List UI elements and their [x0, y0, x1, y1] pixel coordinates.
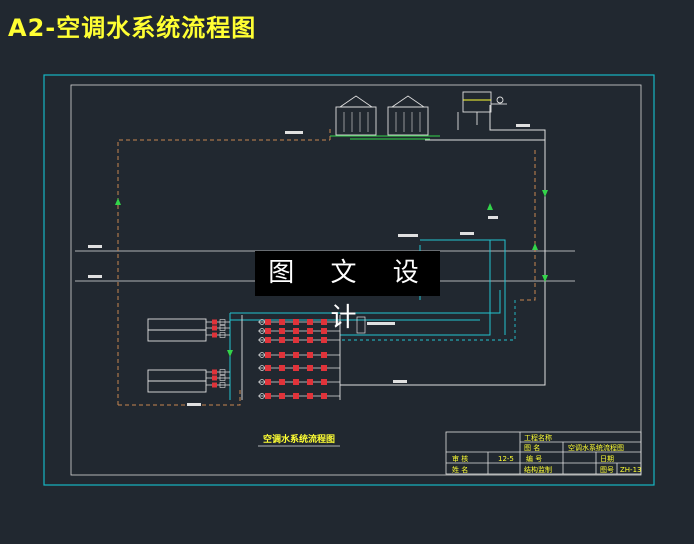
valve-symbol	[321, 393, 327, 399]
pipe-tags	[88, 124, 530, 406]
cooling-supply-pipe	[340, 105, 546, 386]
valve-symbol	[265, 352, 271, 358]
tb-review-label: 审 核	[452, 454, 468, 463]
tower-header-pipe	[330, 135, 440, 140]
valve-symbol	[279, 393, 285, 399]
valve-symbol	[293, 352, 299, 358]
page-title: A2-空调水系统流程图	[8, 14, 257, 42]
valve-symbol	[265, 337, 271, 343]
title-block	[445, 431, 642, 475]
tb-drawing-name-label: 图 名	[524, 443, 540, 452]
valve-symbol	[293, 379, 299, 385]
outer-frame	[43, 74, 655, 486]
valve-symbol	[321, 337, 327, 343]
valve-symbol	[279, 365, 285, 371]
pump-symbol	[259, 379, 265, 385]
valve-symbol	[293, 337, 299, 343]
tb-drawing-name-value: 空调水系统流程图	[568, 443, 624, 452]
valve-symbol	[279, 379, 285, 385]
pump-symbol	[259, 328, 265, 334]
pump-symbol	[259, 393, 265, 399]
pump-symbol	[259, 352, 265, 358]
pump-symbol	[259, 319, 265, 325]
chiller-valve	[212, 382, 217, 388]
chiller-valve	[212, 319, 217, 325]
valve-symbol	[293, 319, 299, 325]
inner-frame	[70, 84, 642, 476]
valve-symbol	[265, 319, 271, 325]
chiller-fitting	[219, 382, 226, 388]
chiller-valve	[212, 325, 217, 331]
valve-symbol	[265, 328, 271, 334]
title-block-text: 工程名称 图 名 空调水系统流程图 审 核 12-5 编 号 日期 姓 名 结构…	[452, 433, 642, 474]
valve-symbol	[307, 393, 313, 399]
chiller-valve	[212, 375, 217, 381]
chiller-fitting	[219, 375, 226, 381]
valve-symbol	[321, 319, 327, 325]
watermark: 图 文 设 计	[255, 251, 440, 333]
cooling-return-pipe	[117, 128, 331, 406]
valve-symbol	[321, 352, 327, 358]
valve-symbol	[307, 352, 313, 358]
valve-symbol	[321, 365, 327, 371]
valve-symbol	[293, 393, 299, 399]
chiller-valve	[212, 369, 217, 375]
cooling-tower-1	[335, 95, 377, 136]
valve-symbol	[321, 379, 327, 385]
tb-name-label: 姓 名	[452, 465, 468, 474]
valve-symbol	[307, 319, 313, 325]
chiller-fitting	[219, 332, 226, 338]
flow-arrows	[115, 190, 548, 357]
tb-review-value: 12-5	[498, 455, 514, 463]
pump-symbol	[259, 337, 265, 343]
cooling-tower-2	[387, 95, 429, 136]
tb-project-label: 工程名称	[524, 433, 552, 442]
chiller-unit-2	[147, 369, 207, 393]
pump-symbol	[259, 365, 265, 371]
drawing-caption: 空调水系统流程图	[263, 433, 335, 445]
valve-symbol	[307, 365, 313, 371]
expansion-tank	[457, 91, 507, 130]
chiller-fitting	[219, 369, 226, 375]
valve-symbol	[321, 328, 327, 334]
tb-sheet-value: ZH-13	[620, 466, 642, 474]
valve-symbol	[279, 352, 285, 358]
chiller-valve	[212, 332, 217, 338]
valve-symbol	[279, 319, 285, 325]
valve-symbol	[265, 393, 271, 399]
valve-symbol	[307, 328, 313, 334]
chiller-unit-1	[147, 318, 207, 342]
pump-array	[206, 315, 366, 400]
chilled-dashed-pipes	[340, 300, 516, 341]
valve-symbol	[279, 337, 285, 343]
tb-sheet-label: 图号	[600, 466, 614, 474]
tb-drawing-no-label: 编 号	[526, 454, 542, 463]
valve-symbol	[307, 337, 313, 343]
filter-unit	[356, 316, 366, 334]
tb-designer-label: 结构监制	[524, 465, 552, 474]
valve-symbol	[265, 365, 271, 371]
cooling-inner-pipe	[520, 150, 536, 301]
chiller-fitting	[219, 325, 226, 331]
valve-symbol	[293, 328, 299, 334]
tb-date-label: 日期	[600, 455, 614, 463]
valve-symbol	[307, 379, 313, 385]
chiller-fitting	[219, 319, 226, 325]
valve-symbol	[279, 328, 285, 334]
valve-symbol	[265, 379, 271, 385]
valve-symbol	[293, 365, 299, 371]
